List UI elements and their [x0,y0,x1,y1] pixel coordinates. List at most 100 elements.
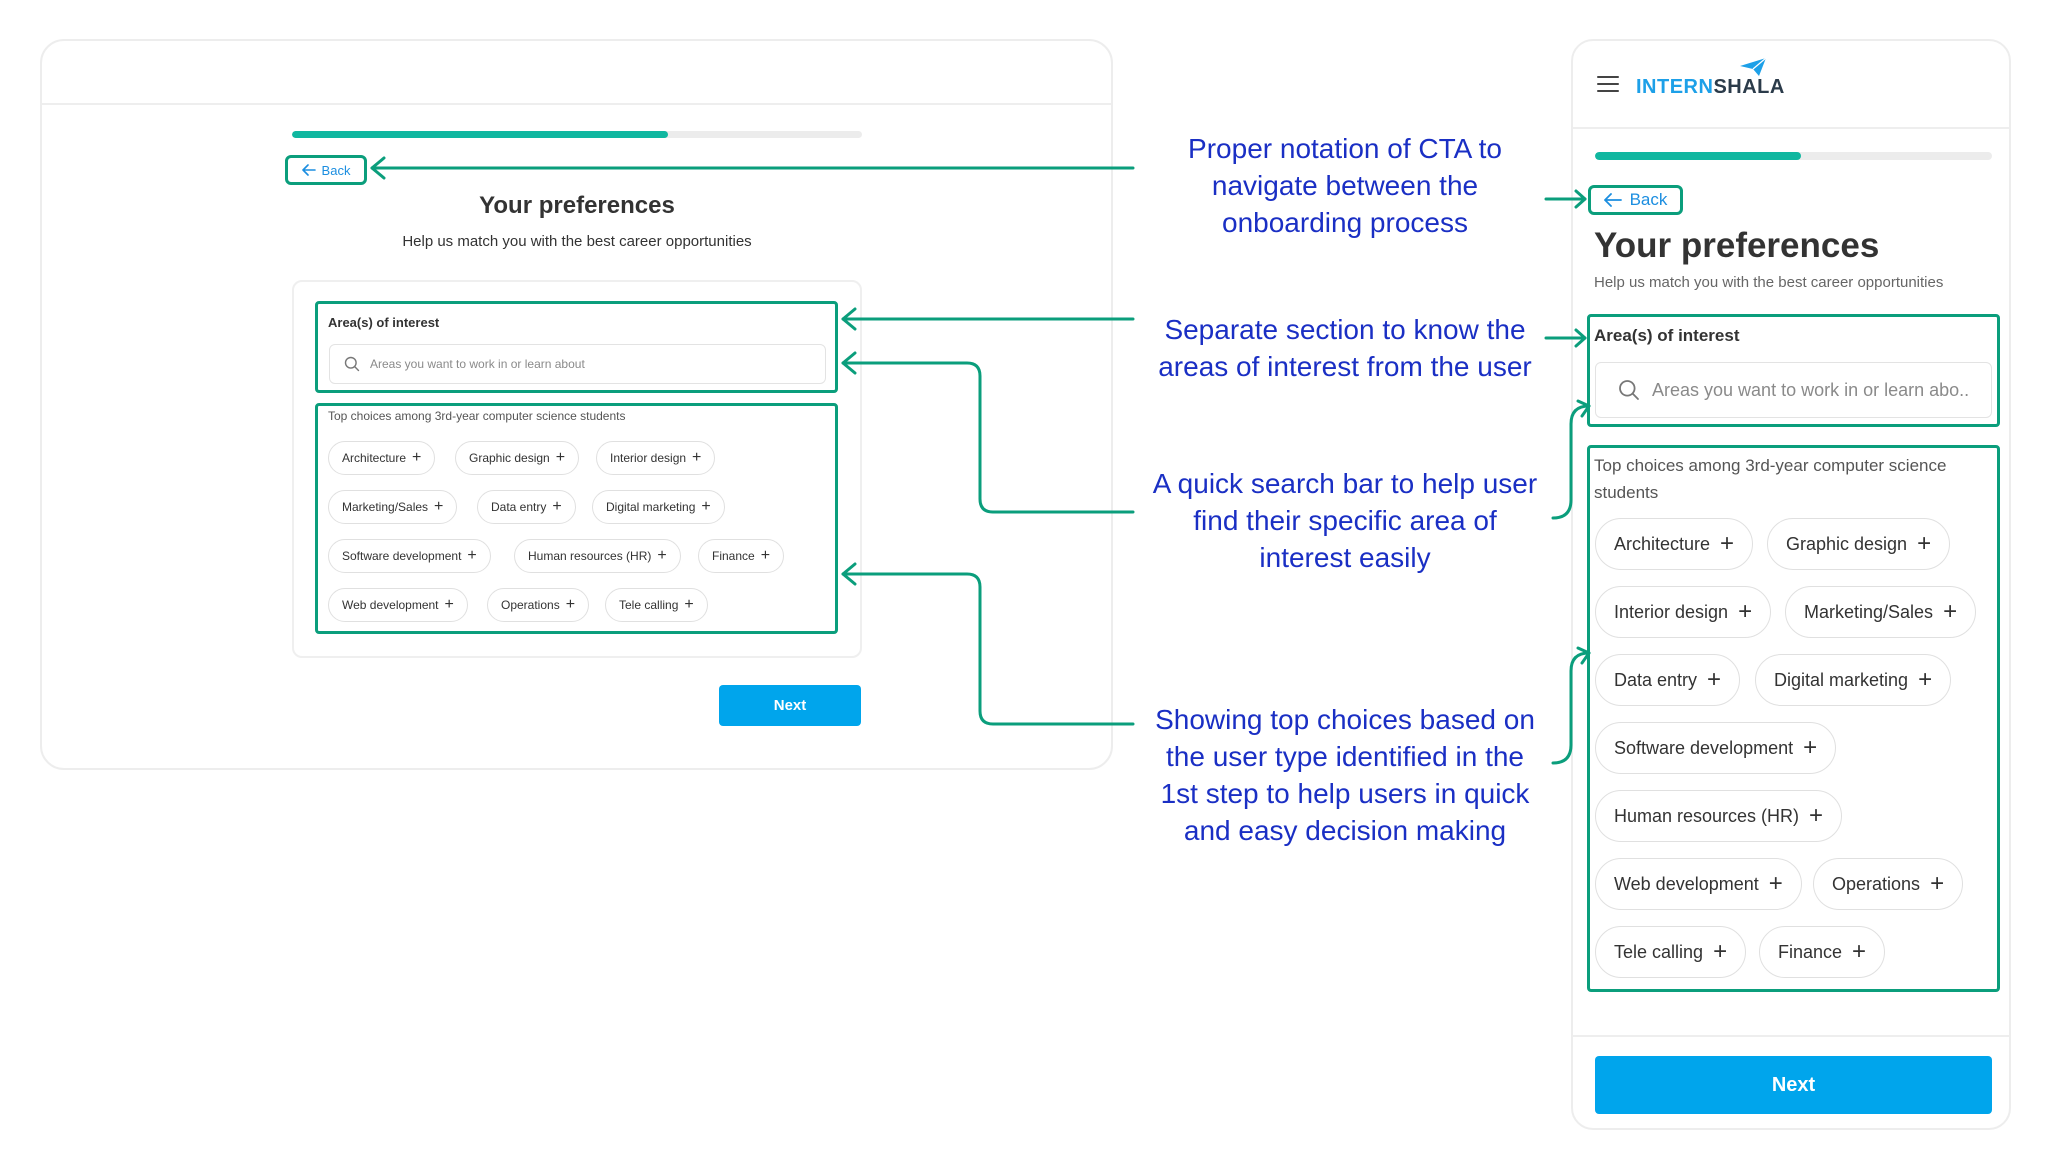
plus-icon: + [1918,666,1933,693]
plus-icon: + [1930,870,1945,897]
annotation-line: Showing top choices based on [1155,704,1535,735]
mobile-chip-human-resources[interactable]: Human resources (HR) + [1595,790,1843,842]
chip-label: Human resources (HR) [1614,805,1800,826]
arrow-left-icon [301,164,316,176]
chip-label: Operations [1832,873,1921,894]
plus-icon: + [1943,598,1958,625]
chip-label: Finance [1778,941,1843,962]
annotation-line: interest easily [1259,542,1431,573]
annotation-top-choices: Showing top choices based on the user ty… [1140,701,1550,849]
plus-icon: + [565,596,576,613]
desktop-header-divider [42,103,1111,105]
mobile-interest-label: Area(s) of interest [1594,326,1740,345]
plus-icon: + [1803,734,1818,761]
chip-label: Architecture [1614,533,1711,554]
plus-icon: + [1738,598,1753,625]
mobile-interest-highlight [1587,314,2000,427]
chip-label: Architecture [342,451,407,465]
desktop-chip-data-entry[interactable]: Data entry + [477,490,576,524]
desktop-chip-architecture[interactable]: Architecture+ [328,441,436,475]
annotation-line: onboarding process [1222,207,1468,238]
desktop-progress-fill [292,131,669,138]
chip-label: Human resources (HR) [528,549,652,563]
chip-label: Graphic design [1786,533,1908,554]
annotation-line: areas of interest from the user [1158,351,1532,382]
plus-icon: + [555,449,566,466]
desktop-chip-software-development[interactable]: Software development+ [328,539,491,573]
mobile-progress-bar [1595,152,1992,160]
annotation-line: A quick search bar to help user [1152,468,1538,499]
mobile-search-placeholder: Areas you want to work in or learn abo.. [1652,379,1970,400]
mobile-chip-marketing-sales[interactable]: Marketing/Sales + [1785,586,1977,638]
logo-part-shala: SHALA [1713,76,1785,98]
desktop-choices-highlight [315,403,838,634]
chip-label: Tele calling [619,598,679,612]
mobile-page-title: Your preferences [1594,226,1880,265]
mobile-chip-graphic-design[interactable]: Graphic design + [1767,518,1951,570]
plus-icon: + [657,547,667,564]
desktop-interest-highlight [315,301,838,393]
plus-icon: + [1713,938,1728,965]
annotation-cta: Proper notation of CTA to navigate betwe… [1140,130,1550,241]
desktop-progress-bar [292,131,862,138]
plus-icon: + [692,449,702,466]
desktop-chip-web-development[interactable]: Web development+ [328,588,468,622]
desktop-search-placeholder: Areas you want to work in or learn about [370,357,585,371]
mobile-chip-operations[interactable]: Operations + [1813,858,1964,910]
mobile-footer-divider [1573,1035,2009,1037]
chip-label: Web development [1614,873,1759,894]
desktop-search-input[interactable]: Areas you want to work in or learn about [329,344,826,384]
plus-icon: + [1917,530,1932,557]
annotation-line: find their specific area of [1193,505,1497,536]
chip-label: Operations [501,598,560,612]
mobile-chip-digital-marketing[interactable]: Digital marketing+ [1755,654,1952,706]
mobile-chip-tele-calling[interactable]: Tele calling + [1595,926,1747,978]
desktop-chip-marketing-sales[interactable]: Marketing/Sales + [328,490,458,524]
plus-icon: + [1768,870,1783,897]
search-icon [344,356,360,372]
mobile-back-button[interactable]: Back [1588,185,1683,215]
chip-label: Data entry [491,500,547,514]
plus-icon: + [760,547,771,564]
plus-icon: + [434,498,444,515]
plus-icon: + [552,498,562,515]
plus-icon: + [1852,938,1867,965]
chip-label: Marketing/Sales [342,500,429,514]
hamburger-menu-icon[interactable] [1597,76,1619,92]
mobile-next-button[interactable]: Next [1595,1056,1992,1114]
mobile-chip-architecture[interactable]: Architecture+ [1595,518,1754,570]
mobile-chip-finance[interactable]: Finance + [1759,926,1886,978]
desktop-chip-human-resources[interactable]: Human resources (HR) + [514,539,681,573]
desktop-chip-finance[interactable]: Finance+ [698,539,785,573]
desktop-chip-graphic-design[interactable]: Graphic design+ [455,441,580,475]
mobile-chip-interior-design[interactable]: Interior design + [1595,586,1772,638]
mobile-header-divider [1573,127,2009,129]
mobile-choices-label: Top choices among 3rd-year computer scie… [1594,456,1947,502]
mobile-chip-software-development[interactable]: Software development+ [1595,722,1837,774]
mobile-chip-web-development[interactable]: Web development + [1595,858,1802,910]
desktop-chip-interior-design[interactable]: Interior design+ [596,441,716,475]
chip-label: Marketing/Sales [1804,601,1934,622]
mobile-chip-data-entry[interactable]: Data entry+ [1595,654,1741,706]
desktop-chip-digital-marketing[interactable]: Digital marketing+ [592,490,725,524]
desktop-chip-tele-calling[interactable]: Tele calling+ [605,588,708,622]
chip-label: Tele calling [1614,941,1704,962]
annotation-line: Proper notation of CTA to [1188,133,1502,164]
chip-label: Interior design [1614,601,1729,622]
internshala-logo: INTERNSHALA [1636,76,1785,99]
desktop-choices-label: Top choices among 3rd-year computer scie… [328,409,626,423]
plus-icon: + [1809,802,1824,829]
desktop-chip-operations[interactable]: Operations + [487,588,590,622]
chip-label: Web development [342,598,439,612]
desktop-next-button[interactable]: Next [719,685,861,726]
paper-plane-icon [1740,57,1767,76]
search-icon [1619,380,1639,400]
mobile-back-label: Back [1629,190,1668,209]
annotation-line: navigate between the [1211,170,1479,201]
annotation-search-bar: A quick search bar to help user find the… [1140,465,1550,576]
mobile-page-subtitle: Help us match you with the best career o… [1594,274,1944,291]
desktop-back-button[interactable]: Back [285,155,367,185]
desktop-back-label: Back [321,162,351,178]
mobile-search-input[interactable]: Areas you want to work in or learn abo.. [1595,362,1992,418]
chip-label: Digital marketing [606,500,696,514]
